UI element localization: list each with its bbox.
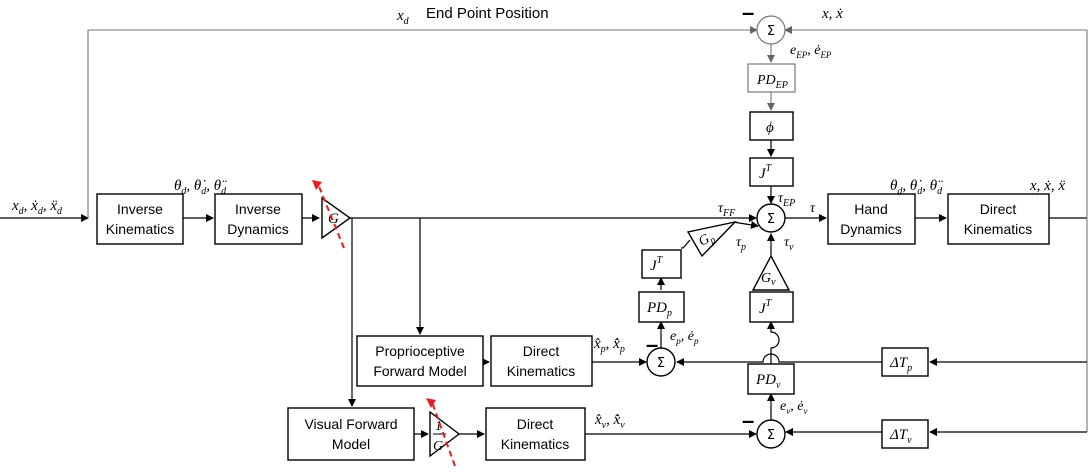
sum-visual-symbol: Σ — [767, 428, 775, 443]
hand-dynamics-block — [827, 193, 916, 245]
jt-v-block — [749, 291, 794, 323]
x-xdot-top-label: x, ẋ — [821, 6, 843, 22]
direct-kinematics-mid-line1: Direct — [523, 343, 560, 359]
pd-ep-block — [747, 63, 796, 93]
svg-text:Kinematics: Kinematics — [964, 221, 1032, 237]
hand-dynamics-line2: Dynamics — [840, 221, 901, 237]
direct-kinematics-mid-block — [490, 335, 593, 387]
tau-p-label: τp — [736, 235, 746, 253]
sum-proprioceptive — [646, 347, 676, 377]
inverse-kinematics-block — [96, 193, 184, 245]
gain-g-arrowhead — [312, 180, 322, 190]
sum-main — [756, 203, 786, 233]
jt-top-block — [749, 157, 794, 187]
wire-dtp-sump — [676, 353, 882, 366]
svg-text:Direct: Direct — [980, 201, 1017, 217]
delta-tp-block — [881, 347, 929, 377]
minus-p: – — [646, 332, 658, 357]
svg-text:Inverse: Inverse — [235, 201, 281, 217]
proprioceptive-forward-model-block — [356, 335, 484, 387]
inverse-kinematics-line1: Inverse — [117, 201, 163, 217]
sum-end-point-symbol: Σ — [767, 24, 775, 39]
pd-p-label: PDp — [646, 300, 672, 319]
svg-text:Forward Model: Forward Model — [373, 363, 466, 379]
direct-kinematics-bottom-line2: Kinematics — [501, 436, 569, 452]
tau-label: τ — [810, 201, 816, 216]
direct-kinematics-right-block — [947, 193, 1050, 245]
end-point-position-label: End Point Position — [426, 5, 549, 22]
inverse-dynamics-line2: Dynamics — [227, 221, 288, 237]
minus-top: – — [742, 0, 754, 25]
gain-g-label: G — [328, 211, 339, 227]
sum-end-point — [756, 15, 786, 45]
visual-forward-model-block — [287, 407, 415, 461]
visual-forward-model-line2: Model — [332, 436, 370, 452]
svg-text:Model: Model — [332, 436, 370, 452]
jt-p-block — [641, 249, 682, 279]
wire-top-feedback — [784, 26, 1088, 218]
delta-tv-block — [881, 419, 929, 449]
pd-v-label: PDv — [755, 372, 781, 391]
x-right-label: x, ẋ, ẍ — [1029, 178, 1065, 194]
tau-ep-label: τEP — [778, 191, 795, 209]
wire-jtp-gp — [681, 239, 691, 249]
e-ep-label: eEP, ėEP — [790, 43, 832, 60]
proprioceptive-line2: Forward Model — [373, 363, 466, 379]
gain-g-adjust-arrow — [317, 183, 345, 249]
xhat-p-label: x̂p, x̂̇p — [593, 336, 625, 355]
direct-kinematics-bottom-block — [485, 407, 586, 461]
proprioceptive-line1: Proprioceptive — [375, 343, 465, 359]
gain-gp-triangle — [686, 220, 738, 258]
tau-ff-label: τFF — [718, 201, 736, 219]
phi-label: ϕ — [766, 120, 774, 136]
pd-v-block — [747, 363, 795, 395]
pd-p-block — [638, 291, 685, 323]
theta-d-right-label: θd, θ̇d, θ̈d — [890, 178, 943, 197]
visual-forward-model-line1: Visual Forward — [304, 416, 397, 432]
tau-v-label: τv — [784, 235, 794, 253]
inverse-dynamics-line1: Inverse — [235, 201, 281, 217]
svg-text:Direct: Direct — [523, 343, 560, 359]
direct-kinematics-right-line1: Direct — [980, 201, 1017, 217]
xd-top-label: xd — [396, 8, 410, 27]
svg-text:Visual Forward: Visual Forward — [304, 416, 397, 432]
svg-text:Inverse: Inverse — [117, 201, 163, 217]
inverse-kinematics-line2: Kinematics — [106, 221, 174, 237]
svg-text:Proprioceptive: Proprioceptive — [375, 343, 465, 359]
e-p-label: ep, ėp — [670, 329, 699, 346]
wire-gp-sum — [732, 220, 759, 229]
gain-gp-label: Gp — [696, 229, 717, 251]
minus-v: – — [742, 408, 754, 433]
gain-inv-g-arrowhead — [426, 398, 436, 408]
hand-dynamics-line1: Hand — [854, 201, 887, 217]
direct-kinematics-mid-line2: Kinematics — [507, 363, 575, 379]
svg-text:Hand: Hand — [854, 201, 887, 217]
xhat-v-label: x̂v, x̂̇v — [594, 412, 625, 431]
delta-tv-label: ΔTv — [889, 427, 912, 446]
svg-text:Dynamics: Dynamics — [227, 221, 288, 237]
wire-xd-up — [87, 26, 758, 218]
gain-inv-g-num: 1 — [435, 419, 442, 434]
gain-inv-g-adjust-arrow — [431, 401, 456, 467]
direct-kinematics-right-line2: Kinematics — [964, 221, 1032, 237]
svg-text:Kinematics: Kinematics — [106, 221, 174, 237]
input-label: xd, ẋd, ẍd — [11, 198, 63, 217]
sum-main-symbol: Σ — [767, 212, 775, 227]
sum-proprioceptive-symbol: Σ — [657, 356, 665, 371]
sum-visual — [756, 419, 786, 449]
svg-text:Kinematics: Kinematics — [501, 436, 569, 452]
svg-text:Direct: Direct — [517, 416, 554, 432]
phi-block — [749, 111, 794, 141]
direct-kinematics-bottom-line1: Direct — [517, 416, 554, 432]
gain-gv-triangle — [751, 254, 791, 291]
wire-pdv-jtv — [767, 321, 780, 364]
delta-tp-label: ΔTp — [889, 355, 912, 374]
inverse-dynamics-block — [214, 193, 303, 245]
e-v-label: ev, ėv — [780, 399, 807, 416]
gain-inv-g-den: G — [433, 439, 443, 454]
svg-text:Dynamics: Dynamics — [840, 221, 901, 237]
svg-text:Kinematics: Kinematics — [507, 363, 575, 379]
